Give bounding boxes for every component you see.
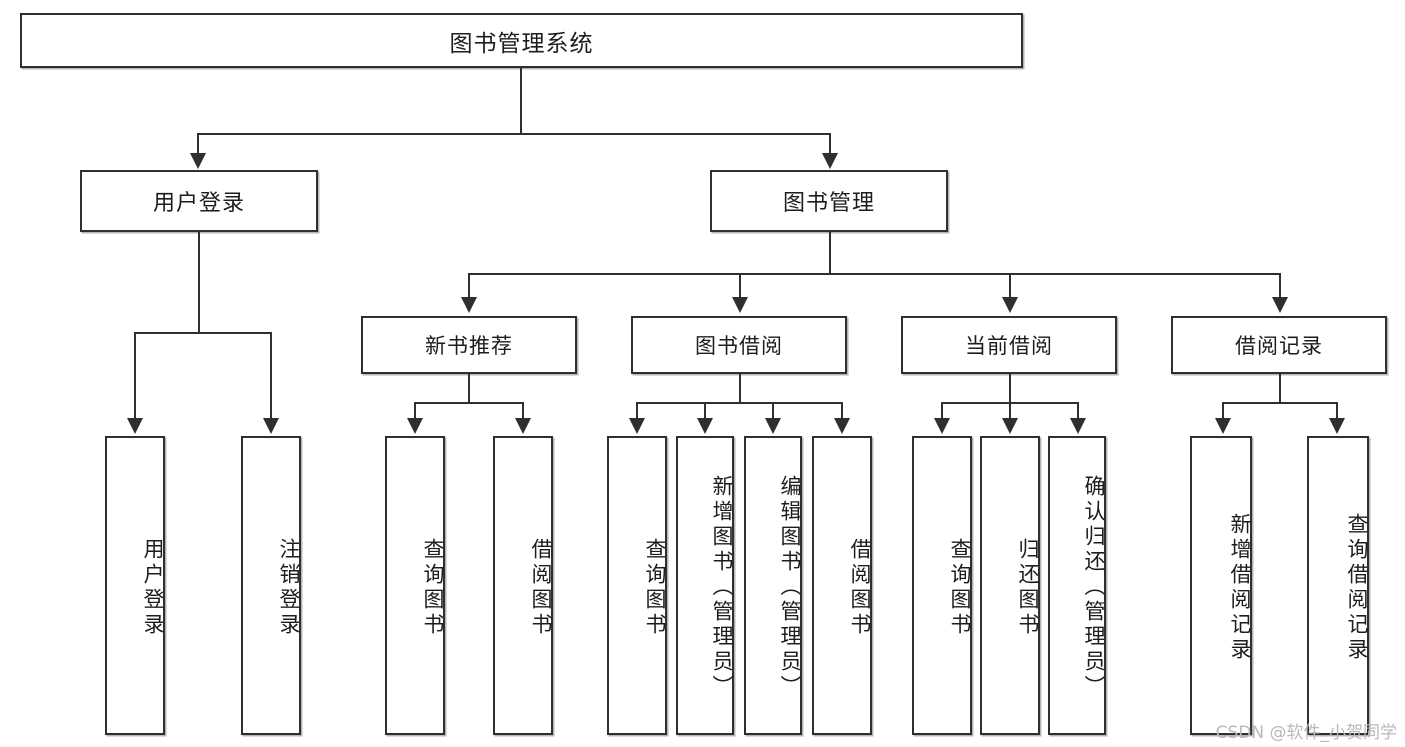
connector-book-manage-to-book-borrow: [739, 273, 741, 298]
arrowhead-new-book-to-leaf2: [515, 418, 531, 434]
connector-root-bus: [197, 133, 831, 135]
connector-book-borrow-to-leaf4: [841, 402, 843, 419]
connector-borrow-record-stem: [1279, 374, 1281, 403]
node-book-manage[interactable]: 图书管理: [710, 170, 948, 232]
connector-current-borrow-to-leaf1: [941, 402, 943, 419]
connector-root-stem: [520, 68, 522, 134]
node-leaf-query-record[interactable]: 查询借阅记录: [1307, 436, 1369, 735]
connector-borrow-record-to-leaf1: [1222, 402, 1224, 419]
node-root-system[interactable]: 图书管理系统: [20, 13, 1023, 68]
node-leaf-borrow-book-borrow[interactable]: 借阅图书: [812, 436, 872, 735]
connector-current-borrow-to-leaf3: [1077, 402, 1079, 419]
connector-current-borrow-stem: [1009, 374, 1011, 403]
connector-book-borrow-to-leaf2: [704, 402, 706, 419]
connector-book-borrow-bus: [636, 402, 842, 404]
connector-user-login-stem: [198, 232, 200, 333]
node-leaf-query-book-new[interactable]: 查询图书: [385, 436, 445, 735]
connector-user-login-bus: [134, 332, 271, 334]
connector-new-book-bus: [414, 402, 523, 404]
connector-user-login-to-leaf1: [134, 332, 136, 419]
arrowhead-book-manage-to-current-borrow: [1002, 297, 1018, 313]
node-current-borrow[interactable]: 当前借阅: [901, 316, 1117, 374]
connector-book-borrow-stem: [739, 374, 741, 403]
connector-current-borrow-to-leaf2: [1009, 402, 1011, 419]
arrowhead-book-borrow-to-leaf2: [697, 418, 713, 434]
connector-book-manage-bus: [468, 273, 1280, 275]
arrowhead-book-manage-to-book-borrow: [732, 297, 748, 313]
connector-root-to-book-manage: [829, 133, 831, 155]
arrowhead-borrow-record-to-leaf1: [1215, 418, 1231, 434]
arrowhead-user-login-to-leaf2: [263, 418, 279, 434]
arrowhead-book-manage-to-borrow-record: [1272, 297, 1288, 313]
connector-borrow-record-to-leaf2: [1336, 402, 1338, 419]
node-user-login[interactable]: 用户登录: [80, 170, 318, 232]
node-new-book-recommend[interactable]: 新书推荐: [361, 316, 577, 374]
node-leaf-query-book-borrow[interactable]: 查询图书: [607, 436, 667, 735]
arrowhead-book-borrow-to-leaf4: [834, 418, 850, 434]
arrowhead-book-manage-to-new-book: [461, 297, 477, 313]
node-leaf-user-login[interactable]: 用户登录: [105, 436, 165, 735]
node-leaf-edit-book[interactable]: 编辑图书（管理员）: [744, 436, 802, 735]
connector-new-book-to-leaf2: [522, 402, 524, 419]
node-borrow-record[interactable]: 借阅记录: [1171, 316, 1387, 374]
arrowhead-book-borrow-to-leaf1: [629, 418, 645, 434]
connector-user-login-to-leaf2: [270, 332, 272, 419]
connector-book-manage-stem: [829, 232, 831, 274]
node-leaf-add-record[interactable]: 新增借阅记录: [1190, 436, 1252, 735]
connector-book-manage-to-new-book: [468, 273, 470, 298]
node-book-borrow[interactable]: 图书借阅: [631, 316, 847, 374]
connector-new-book-stem: [468, 374, 470, 403]
connector-book-manage-to-current-borrow: [1009, 273, 1011, 298]
connector-borrow-record-bus: [1222, 402, 1337, 404]
arrowhead-current-borrow-to-leaf3: [1070, 418, 1086, 434]
node-leaf-query-book-current[interactable]: 查询图书: [912, 436, 972, 735]
node-leaf-return-book[interactable]: 归还图书: [980, 436, 1040, 735]
node-leaf-borrow-book-new[interactable]: 借阅图书: [493, 436, 553, 735]
arrowhead-current-borrow-to-leaf2: [1002, 418, 1018, 434]
connector-book-manage-to-borrow-record: [1279, 273, 1281, 298]
arrowhead-book-borrow-to-leaf3: [765, 418, 781, 434]
node-leaf-user-logout[interactable]: 注销登录: [241, 436, 301, 735]
arrowhead-user-login-to-leaf1: [127, 418, 143, 434]
node-leaf-confirm-return[interactable]: 确认归还（管理员）: [1048, 436, 1106, 735]
arrowhead-root-to-book-manage: [822, 153, 838, 169]
arrowhead-current-borrow-to-leaf1: [934, 418, 950, 434]
connector-new-book-to-leaf1: [414, 402, 416, 419]
connector-book-borrow-to-leaf3: [772, 402, 774, 419]
connector-root-to-user-login: [197, 133, 199, 155]
arrowhead-new-book-to-leaf1: [407, 418, 423, 434]
arrowhead-borrow-record-to-leaf2: [1329, 418, 1345, 434]
node-leaf-add-book[interactable]: 新增图书（管理员）: [676, 436, 734, 735]
arrowhead-root-to-user-login: [190, 153, 206, 169]
connector-book-borrow-to-leaf1: [636, 402, 638, 419]
